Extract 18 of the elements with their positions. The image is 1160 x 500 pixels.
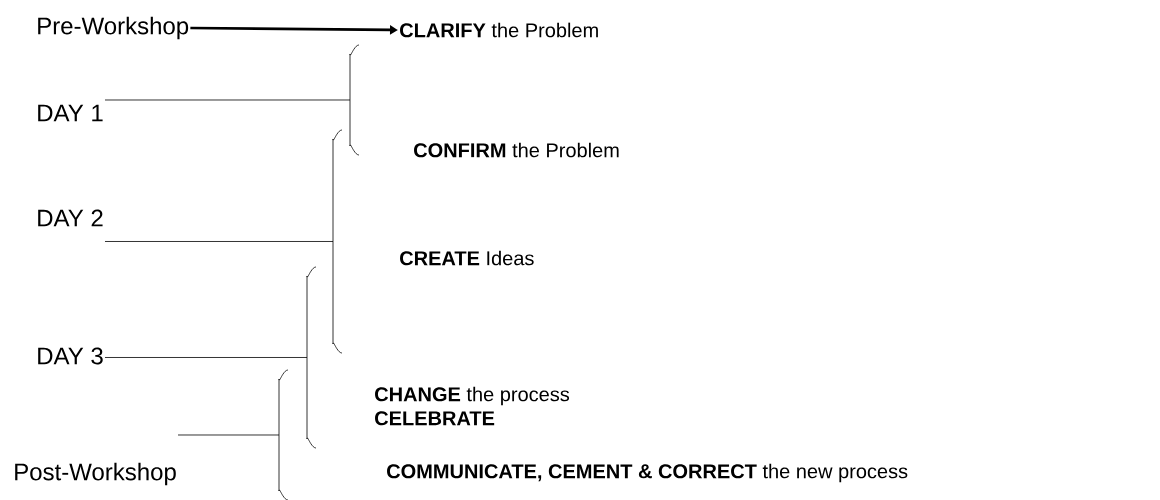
bracket	[306, 266, 317, 449]
stage-label: DAY 1	[38, 104, 103, 122]
stage-label: Post-Workshop	[15, 462, 176, 486]
bracket	[349, 44, 360, 156]
connector-line	[177, 434, 280, 436]
bracket	[332, 129, 343, 354]
step-text: CONFIRM the Problem	[414, 142, 619, 158]
stage-label: DAY 3	[38, 347, 103, 365]
bracket	[278, 369, 289, 500]
connector-line	[104, 99, 351, 101]
connector-line	[104, 241, 334, 242]
stage-label: DAY 2	[38, 209, 103, 227]
step-text: CREATE Ideas	[400, 250, 534, 266]
step-text: CLARIFY the Problem	[400, 22, 598, 38]
step-text: CHANGE the process CELEBRATE	[375, 386, 570, 426]
stage-label: Pre-Workshop	[38, 16, 189, 40]
connector-line	[104, 357, 308, 358]
step-text: COMMUNICATE, CEMENT & CORRECT the new process	[387, 463, 908, 483]
